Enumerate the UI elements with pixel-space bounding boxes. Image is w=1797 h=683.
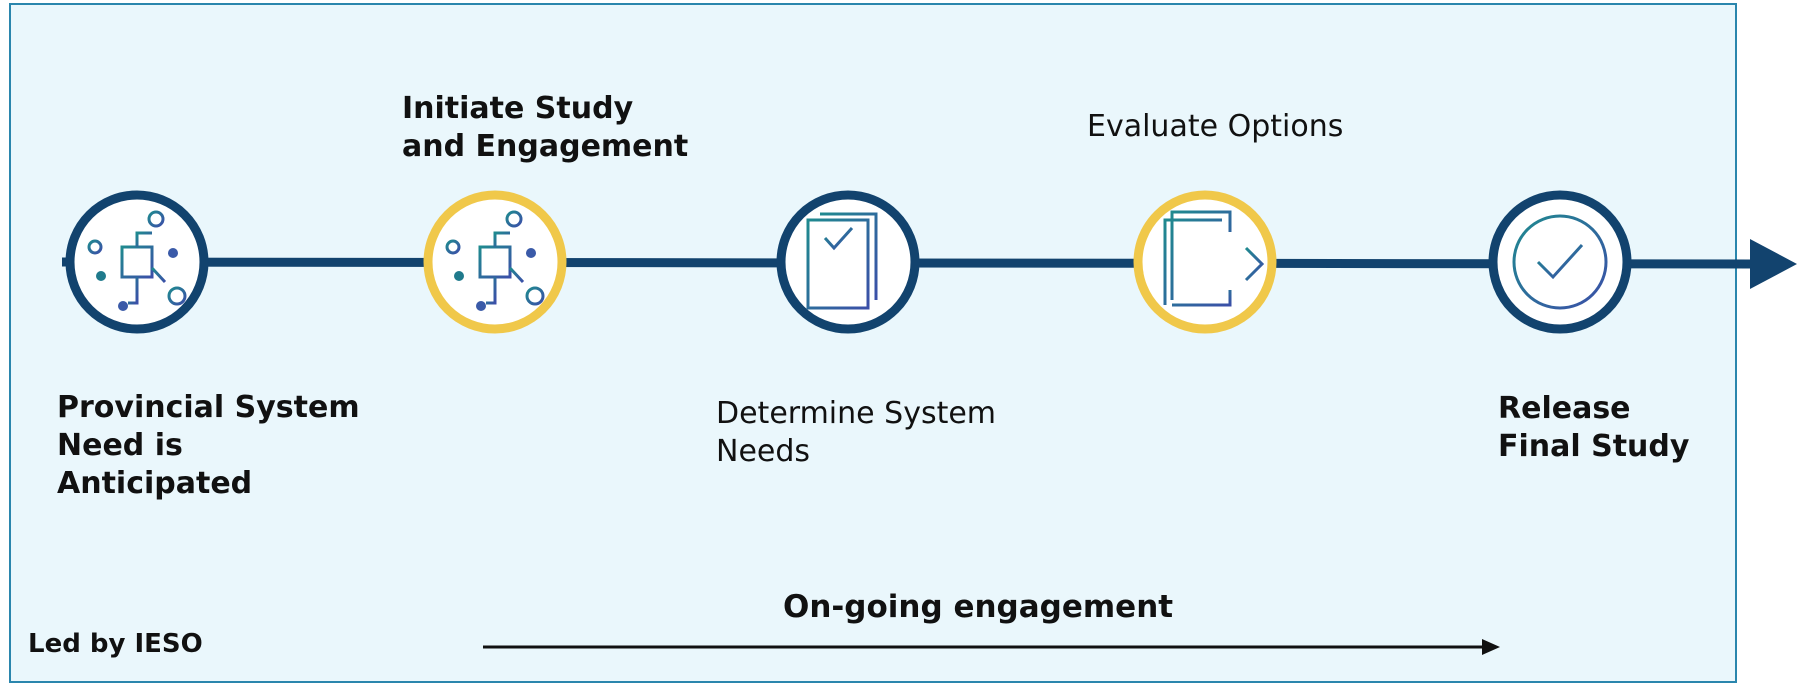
ongoing-engagement-label: On-going engagement bbox=[783, 589, 1174, 625]
step-4-node bbox=[1133, 190, 1277, 334]
step-1-label: Provincial System Need is Anticipated bbox=[57, 390, 360, 501]
step-2-label: Initiate Study and Engagement bbox=[402, 91, 689, 164]
step-5-node bbox=[1488, 190, 1632, 334]
step-3-label: Determine System Needs bbox=[716, 396, 997, 469]
check-circle-icon bbox=[1512, 214, 1608, 310]
diagram-frame bbox=[9, 3, 1737, 683]
processor-chip-icon bbox=[445, 210, 545, 311]
step-1-node bbox=[65, 190, 209, 334]
ongoing-arrowhead bbox=[1482, 639, 1500, 655]
step-2-node bbox=[423, 190, 567, 334]
document-export-icon bbox=[1163, 210, 1265, 307]
checklist-document-icon bbox=[806, 212, 878, 310]
processor-chip-icon bbox=[87, 210, 187, 311]
step-3-node bbox=[776, 190, 920, 334]
timeline-arrowhead bbox=[1750, 239, 1797, 289]
led-by-label: Led by IESO bbox=[28, 629, 203, 659]
step-4-label: Evaluate Options bbox=[1087, 109, 1344, 144]
step-5-label: Release Final Study bbox=[1498, 391, 1690, 464]
